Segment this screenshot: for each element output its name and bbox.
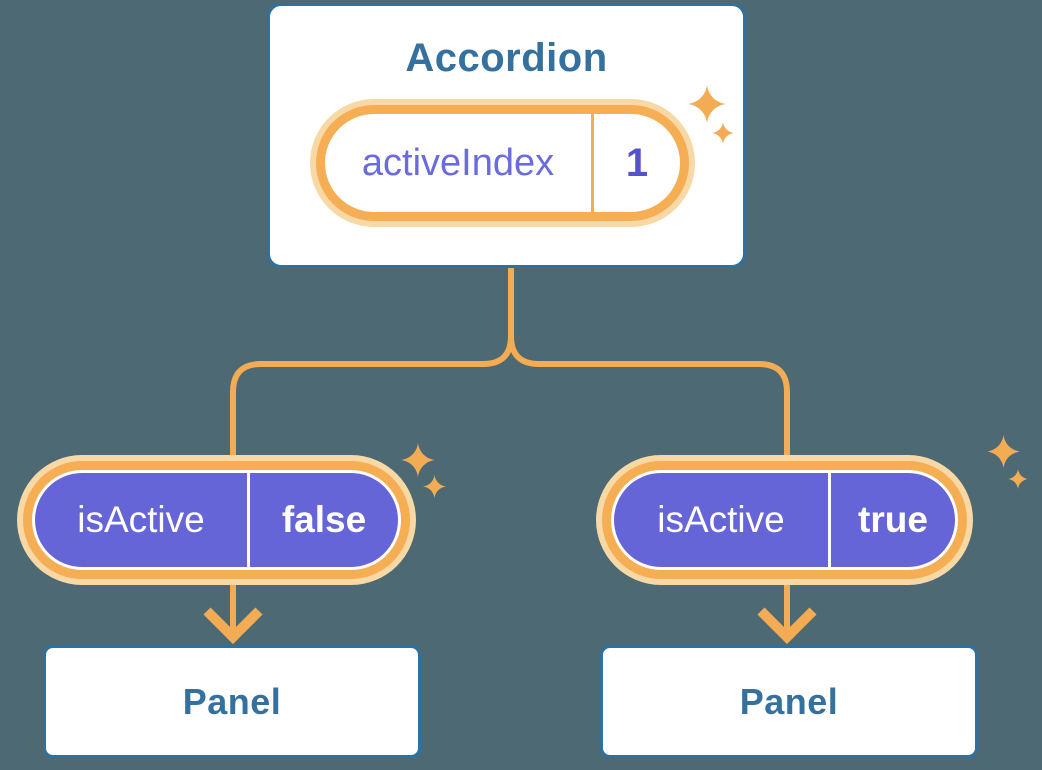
state-pill-value: 1 xyxy=(625,140,649,185)
panel-card-left: Panel xyxy=(43,645,421,758)
prop-pill-isactive-false: isActive false xyxy=(17,455,416,585)
sparkle-icon xyxy=(401,443,435,477)
pill-divider xyxy=(828,473,831,567)
sparkle-icon xyxy=(423,475,446,498)
prop-pill-label: isActive xyxy=(657,499,785,540)
accordion-card-title: Accordion xyxy=(405,36,608,80)
prop-pill-value: false xyxy=(281,499,367,540)
sparkle-icon xyxy=(987,435,1020,468)
arrow-left-head xyxy=(203,607,263,645)
panel-title: Panel xyxy=(182,680,282,722)
sparkle-icon xyxy=(712,122,734,144)
pill-divider xyxy=(247,473,250,567)
branch-left-line xyxy=(230,266,514,470)
branch-right-line xyxy=(508,266,790,470)
prop-pill-label: isActive xyxy=(77,499,205,540)
state-pill-activeindex: activeIndex 1 xyxy=(310,99,695,227)
panel-card-right: Panel xyxy=(600,645,978,758)
panel-title: Panel xyxy=(739,680,839,722)
sparkle-icon xyxy=(1008,469,1028,489)
prop-pill-isactive-true: isActive true xyxy=(596,455,973,585)
pill-divider xyxy=(591,114,594,212)
prop-pill-value: true xyxy=(858,499,928,540)
arrow-right-head xyxy=(757,607,817,645)
state-pill-label: activeIndex xyxy=(361,141,555,184)
sparkle-icon xyxy=(688,85,726,123)
